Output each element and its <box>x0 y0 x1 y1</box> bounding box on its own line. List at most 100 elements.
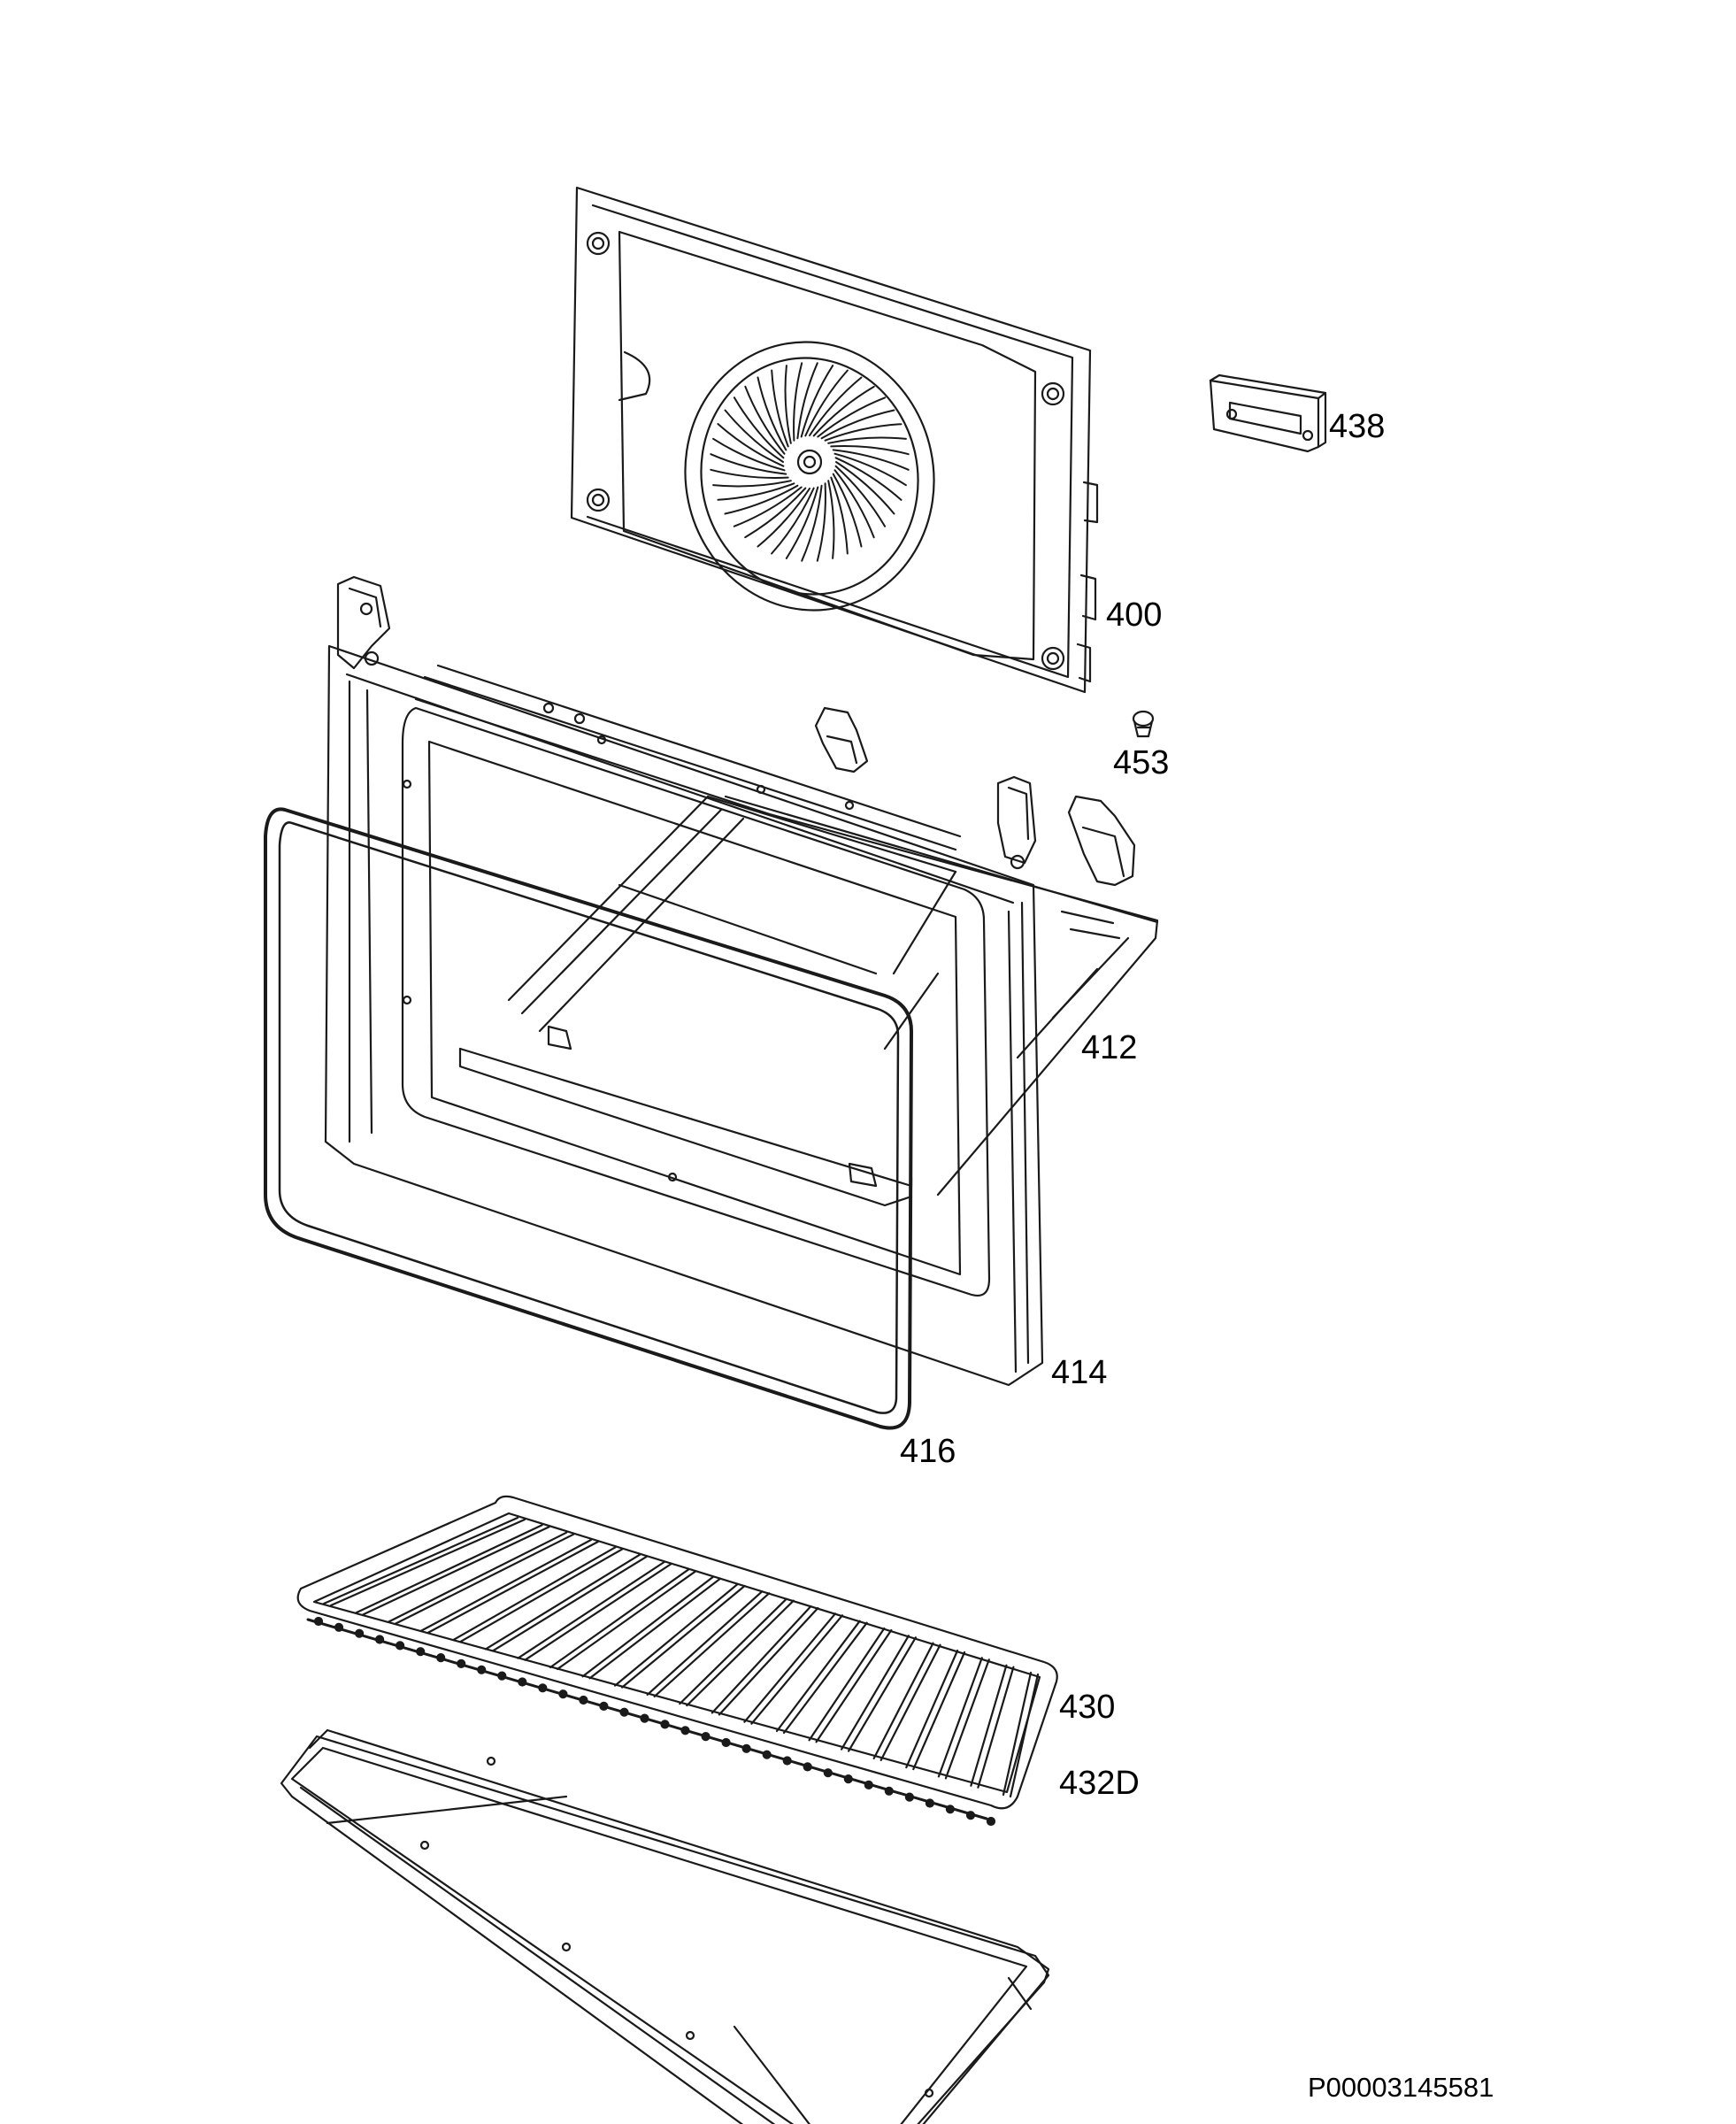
rack-bar-edge <box>653 1592 771 1697</box>
fan-slot <box>712 437 786 472</box>
fan-slot <box>832 473 863 548</box>
rack-bar <box>775 1620 861 1733</box>
rack-bar-edge <box>524 1562 672 1661</box>
fan-slot <box>712 480 792 488</box>
fan-slot <box>834 465 887 527</box>
fan-slot <box>804 369 849 437</box>
fan-slot <box>832 449 910 471</box>
fan-slot <box>833 469 875 539</box>
part-label-400: 400 <box>1106 596 1163 634</box>
fan-slot <box>710 468 789 479</box>
part-label-453: 453 <box>1113 744 1170 781</box>
fan-slot <box>796 362 818 440</box>
fan-slot <box>830 445 910 456</box>
rack-bar <box>355 1524 543 1614</box>
fan-slot <box>733 396 785 459</box>
part-412-cavity-frame <box>414 697 1159 1207</box>
fan-slot <box>785 486 819 559</box>
part-label-416: 416 <box>900 1433 956 1470</box>
rack-bar <box>517 1560 665 1659</box>
fan-slot <box>827 480 835 559</box>
rack-bar <box>743 1612 837 1723</box>
part-label-438: 438 <box>1329 408 1386 445</box>
fan-slot <box>784 365 792 444</box>
rack-bar-edge <box>459 1548 624 1643</box>
part-414-door-frame <box>324 575 1044 1387</box>
part-label-430: 430 <box>1059 1689 1116 1726</box>
rack-bar-edge <box>848 1636 917 1752</box>
part-438-bracket <box>1209 373 1327 453</box>
fan-slot <box>816 482 826 562</box>
rack-bar <box>549 1568 690 1669</box>
rack-bar-edge <box>621 1584 746 1689</box>
rack-bar-edge <box>977 1666 1015 1789</box>
rack-bar <box>614 1582 739 1687</box>
fan-slot <box>744 385 786 455</box>
fan-slots <box>710 362 910 562</box>
rack-bar-edge <box>362 1526 550 1616</box>
rack-bar <box>419 1538 592 1632</box>
part-label-432d: 432D <box>1059 1765 1140 1802</box>
rack-bar <box>711 1605 812 1714</box>
fan-slot <box>771 369 789 448</box>
rack-bar-edge <box>880 1643 941 1761</box>
fan-slot <box>724 484 799 515</box>
panel-mount-holes <box>586 231 1065 671</box>
rack-bar <box>808 1627 886 1742</box>
part-416-door-gasket <box>264 807 913 1430</box>
rack-bar <box>872 1642 934 1759</box>
fan-slot <box>744 487 807 539</box>
fan-slot <box>793 362 803 442</box>
rack-bar <box>484 1553 641 1651</box>
fan-slot <box>717 423 785 467</box>
fan-slot <box>812 385 875 437</box>
part-label-412: 412 <box>1081 1029 1138 1066</box>
fan-slot <box>835 461 895 515</box>
rack-bar-edge <box>912 1651 966 1771</box>
rack-bar-edge <box>426 1540 599 1634</box>
rack-bar <box>841 1635 910 1751</box>
rack-bar <box>679 1597 787 1705</box>
fan-slot <box>817 396 887 438</box>
part-453-screw <box>1132 710 1155 738</box>
rack-bar <box>388 1531 568 1623</box>
fan-slot <box>824 423 903 442</box>
rack-bar-edge <box>588 1577 722 1680</box>
rack-bar <box>452 1546 617 1642</box>
rack-bar-edge <box>329 1518 526 1607</box>
rack-bar-edge <box>815 1628 893 1743</box>
rack-bar <box>905 1649 959 1769</box>
part-label-414: 414 <box>1051 1354 1108 1391</box>
rack-bar-edge <box>491 1555 649 1652</box>
fan-slot <box>827 436 907 444</box>
tray-holes <box>419 1756 934 2098</box>
fan-cover <box>684 341 935 612</box>
rack-bar-edge <box>395 1533 575 1625</box>
fan-slot <box>771 487 815 555</box>
rack-bar-edge <box>556 1570 697 1671</box>
fan-slot <box>834 457 903 501</box>
rack-bar-edge <box>718 1606 819 1716</box>
fan-slot <box>717 482 795 501</box>
rack-bar-edge <box>782 1621 868 1735</box>
rack-bar <box>581 1575 715 1678</box>
fan-slot <box>724 409 784 463</box>
part-432d-baking-tray <box>280 1728 1050 2124</box>
fan-slot <box>820 409 895 440</box>
rack-bar-edge <box>686 1599 795 1707</box>
fan-slot <box>800 365 834 438</box>
fan-slot <box>809 376 863 436</box>
part-400-rear-panel <box>570 186 1099 694</box>
document-code: P00003145581 <box>1308 2072 1494 2103</box>
rack-bar-edge <box>1009 1673 1040 1798</box>
fan-slot <box>830 476 849 555</box>
frame-holes <box>402 702 855 1182</box>
rack-bar <box>1002 1671 1033 1797</box>
rack-weld-point <box>986 1816 996 1827</box>
rack-bar <box>646 1590 764 1696</box>
fan-slot <box>801 484 823 562</box>
rack-bar <box>970 1664 1008 1787</box>
rack-bar-edge <box>944 1658 990 1780</box>
rack-bar <box>937 1657 983 1778</box>
